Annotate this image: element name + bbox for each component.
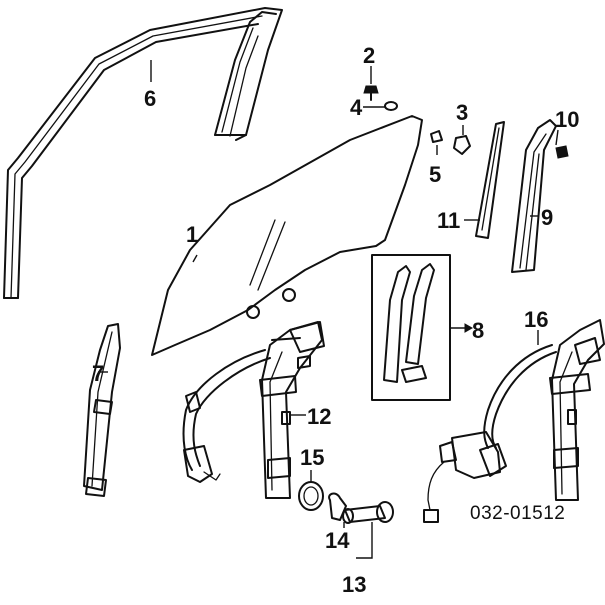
clip — [453, 135, 471, 155]
window-regulator — [182, 321, 325, 499]
callout-8: 8 — [472, 318, 484, 343]
callout-7: 7 — [92, 361, 104, 386]
callout-2: 2 — [363, 43, 375, 68]
power-window-regulator — [423, 319, 605, 523]
bushing — [430, 130, 443, 143]
motor-connector — [423, 509, 439, 523]
weatherstrip-kit — [371, 254, 451, 401]
callout-9: 9 — [541, 205, 553, 230]
leader-lines — [98, 60, 559, 559]
glass-mount-bolt — [282, 288, 296, 302]
callout-5: 5 — [429, 162, 441, 187]
glass-mount-bolt — [246, 305, 260, 319]
screw — [363, 85, 379, 101]
rear-run-channel — [511, 119, 557, 273]
callout-12: 12 — [307, 404, 331, 429]
channel-clip — [555, 145, 569, 159]
callout-4: 4 — [350, 95, 363, 120]
callout-6: 6 — [144, 86, 156, 111]
motor-wire — [427, 461, 445, 511]
callout-10: 10 — [555, 107, 579, 132]
washer — [384, 101, 398, 111]
grommet — [298, 481, 324, 511]
callout-labels: 6 1 2 4 3 5 10 11 9 8 16 7 12 15 14 13 — [92, 43, 579, 597]
callout-1: 1 — [186, 222, 198, 247]
handle-clip — [328, 492, 347, 521]
glass-guide-channel — [475, 121, 505, 239]
callout-14: 14 — [325, 528, 350, 553]
front-sash — [83, 323, 121, 497]
door-glass — [151, 115, 423, 356]
callout-15: 15 — [300, 445, 324, 470]
reference-code: 032-01512 — [470, 503, 565, 524]
callout-11: 11 — [437, 208, 460, 233]
callout-13: 13 — [342, 572, 366, 597]
window-motor — [451, 431, 501, 479]
window-run-channel — [3, 7, 283, 299]
regulator-handle — [342, 501, 394, 524]
callout-3: 3 — [456, 100, 468, 125]
callout-16: 16 — [524, 307, 548, 332]
